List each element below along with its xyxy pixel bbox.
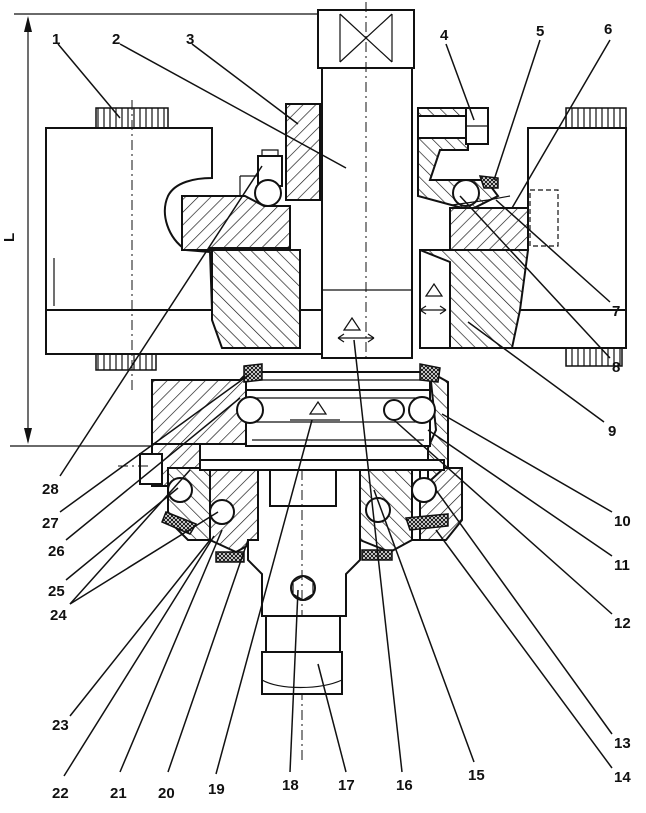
ball-right-11 xyxy=(409,397,435,423)
callout-2: 2 xyxy=(112,31,120,48)
callout-26: 26 xyxy=(48,543,65,560)
housing-left-lower xyxy=(212,250,300,348)
ball-upper-left xyxy=(255,180,281,206)
callout-4: 4 xyxy=(440,27,449,44)
callout-18: 18 xyxy=(282,777,299,794)
callout-19: 19 xyxy=(208,781,225,798)
seal-part-22 xyxy=(216,552,244,562)
spindle-head xyxy=(270,470,336,506)
callout-17: 17 xyxy=(338,777,355,794)
callout-15: 15 xyxy=(468,767,485,784)
callout-22: 22 xyxy=(52,785,69,802)
wood-block-bottom-left xyxy=(96,354,156,370)
callout-25: 25 xyxy=(48,583,65,600)
housing-right-upper xyxy=(450,208,528,250)
callout-14: 14 xyxy=(614,769,631,786)
wood-block-top-right xyxy=(566,108,626,128)
ball-part-13 xyxy=(412,478,436,502)
nut-part-18 xyxy=(291,576,315,600)
callout-21: 21 xyxy=(110,785,127,802)
callout-11: 11 xyxy=(614,557,630,574)
callout-24: 24 xyxy=(50,607,67,624)
screw-part-26 xyxy=(140,454,162,484)
callout-9: 9 xyxy=(608,423,616,440)
ball-right-12 xyxy=(384,400,404,420)
lower-housing-left xyxy=(152,374,246,444)
callout-3: 3 xyxy=(186,31,194,48)
callout-27: 27 xyxy=(42,515,59,532)
callout-16: 16 xyxy=(396,777,413,794)
callout-1: 1 xyxy=(52,31,60,48)
ball-part-24 xyxy=(210,500,234,524)
seal-part-27 xyxy=(244,364,262,382)
callout-5: 5 xyxy=(536,23,544,40)
shaft-part-17 xyxy=(266,616,340,652)
lower-spindle xyxy=(248,470,360,760)
spindle-top-square xyxy=(318,10,414,68)
callout-28: 28 xyxy=(42,481,59,498)
callout-20: 20 xyxy=(158,785,175,802)
spindle-shaft xyxy=(322,68,412,358)
callout-10: 10 xyxy=(614,513,631,530)
thrust-ring xyxy=(246,372,430,390)
seal-part-10 xyxy=(420,364,440,382)
callout-6: 6 xyxy=(604,21,612,38)
callout-13: 13 xyxy=(614,735,631,752)
callout-23: 23 xyxy=(52,717,69,734)
callout-12: 12 xyxy=(614,615,631,632)
callout-8: 8 xyxy=(612,359,620,376)
callout-7: 7 xyxy=(612,303,620,320)
dimension-label: L xyxy=(1,233,18,242)
ball-left-11 xyxy=(237,397,263,423)
